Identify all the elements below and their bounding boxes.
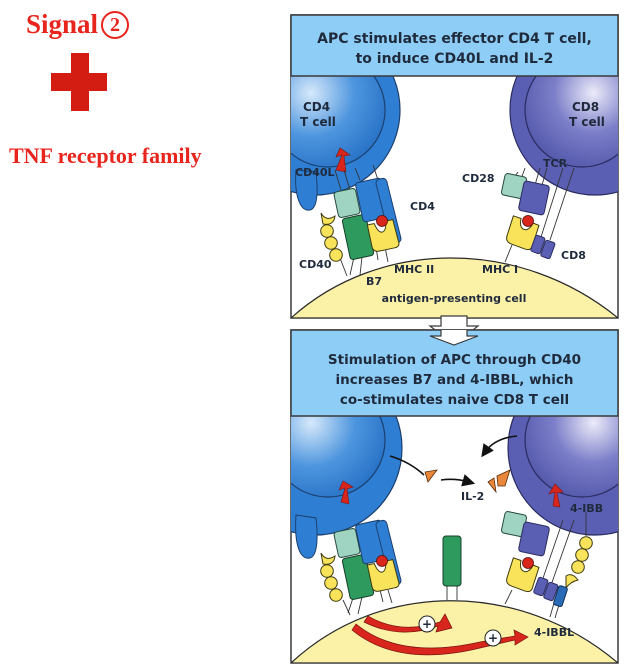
plus-sign-1: + (422, 617, 432, 631)
cd40-molecule (320, 212, 343, 262)
il2-molecule-icon (424, 469, 438, 483)
activation-arrow-cd4-icon (338, 480, 354, 505)
4-ibbl-label: 4-IBBL (534, 626, 574, 639)
cd8-label: CD8 (561, 249, 586, 262)
panel-2-header-line2: increases B7 and 4-IBBL, which (336, 372, 574, 388)
upregulation-arrows: + + (351, 613, 529, 656)
activation-arrow-cd8-icon (548, 483, 564, 508)
down-arrow-tip (429, 330, 479, 346)
4-ibbl-molecule (553, 585, 568, 608)
apc-label: antigen-presenting cell (382, 292, 527, 305)
cd8-apc-synapse (501, 167, 575, 263)
cd8-alpha (530, 234, 546, 255)
cd8-cell-label-2: T cell (569, 115, 605, 129)
il2-label: IL-2 (461, 490, 484, 503)
4-ibbl-upregulation-arrow (351, 623, 529, 656)
peptide-antigen-cd8 (522, 215, 534, 227)
cd40l-molecule (295, 169, 318, 211)
tcr-label: TCR (543, 157, 568, 170)
panel-2-header-line3: co-stimulates naive CD8 T cell (340, 392, 569, 408)
plus-circle-icon-2 (484, 629, 502, 647)
4-ibb-molecule (565, 536, 593, 590)
cd28-molecule (333, 188, 361, 218)
4-ibb-label: 4-IBB (570, 502, 603, 515)
cd4-apc-synapse-2 (320, 519, 402, 616)
b7-label: B7 (366, 275, 382, 288)
cd4-apc-synapse (320, 164, 402, 277)
panel-2-header-line1: Stimulation of APC through CD40 (328, 352, 581, 368)
mhc-ii-label: MHC II (394, 263, 434, 276)
plus-circle-icon-1 (418, 615, 436, 633)
cd4-cell-label-1: CD4 (303, 100, 330, 114)
activation-arrow-icon (335, 147, 351, 173)
cd8-beta (540, 239, 556, 260)
apc-cell (291, 257, 618, 318)
mhc-i-molecule (506, 215, 540, 251)
mhc-i-label: MHC I (482, 263, 518, 276)
panel-1-header-line1: APC stimulates effector CD4 T cell, (317, 31, 592, 47)
signal-label: Signal (26, 9, 99, 39)
cd40-label: CD40 (299, 258, 332, 271)
tcr-molecule-cd8 (518, 180, 550, 216)
il2-to-cd8-arrow (440, 474, 476, 487)
panel-2: Stimulation of APC through CD40 increase… (290, 329, 619, 664)
autocrine-arrow (481, 435, 518, 458)
cd40l-label: CD40L (295, 166, 335, 179)
cd4-cell-label-2: T cell (300, 115, 336, 129)
mhc-ii-molecule (366, 219, 400, 252)
tnf-receptor-family-title: TNF receptor family (9, 143, 202, 168)
cd4-label: CD4 (410, 200, 435, 213)
panel-1: APC stimulates effector CD4 T cell, to i… (290, 14, 619, 319)
plus-sign-2: + (488, 631, 498, 645)
plus-icon (51, 53, 107, 111)
apc-cell-2 (291, 600, 618, 663)
il2-receptor-icon (487, 469, 511, 494)
il2-secretion-arrow (389, 455, 425, 476)
cd8-apc-synapse-2 (501, 511, 593, 619)
panel-1-header-line2: to induce CD40L and IL-2 (356, 51, 554, 67)
cd28-label: CD28 (462, 172, 495, 185)
new-b7-molecule (442, 535, 462, 600)
panel-1-header (290, 14, 619, 77)
cd8-cell-label-1: CD8 (572, 100, 599, 114)
peptide-antigen (376, 215, 388, 227)
circled-number: 2 (101, 11, 130, 39)
